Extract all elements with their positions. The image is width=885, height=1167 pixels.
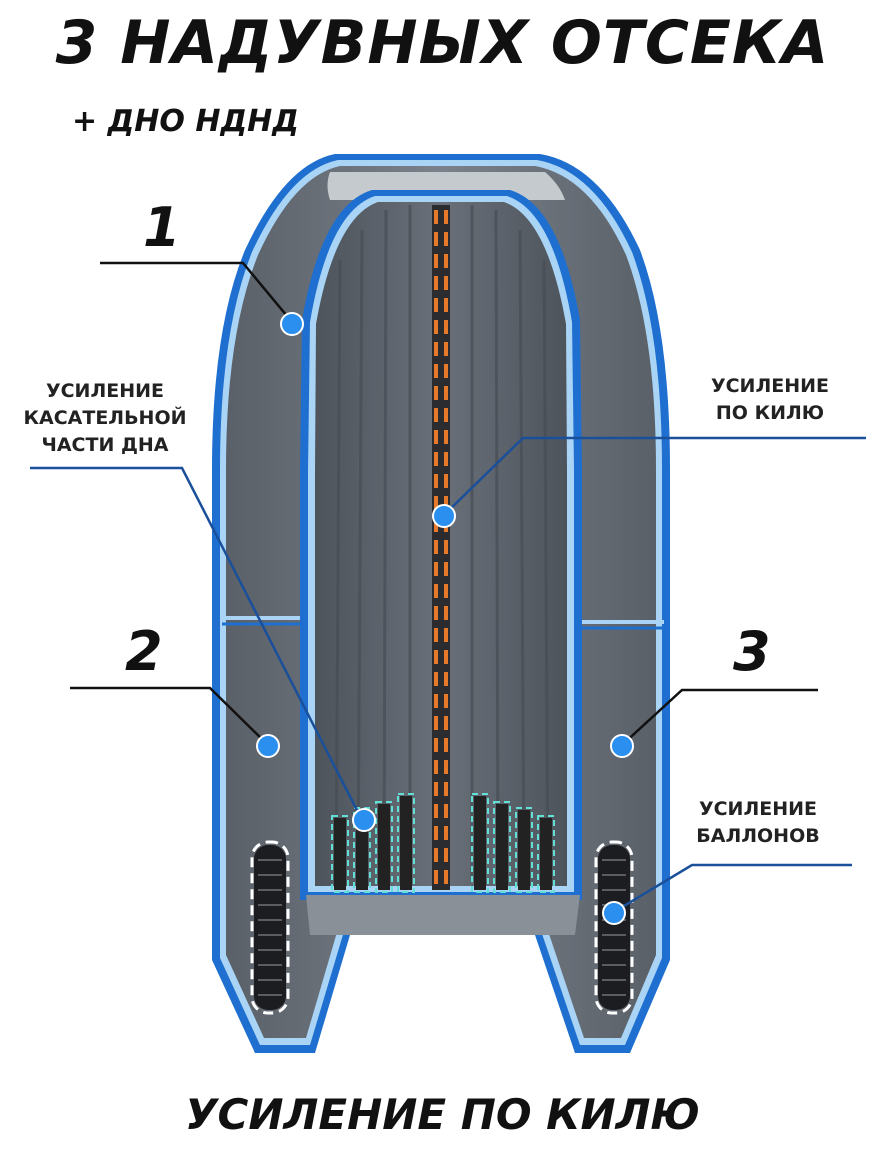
compartment-number-1: 1	[143, 196, 181, 259]
dot-bottom	[352, 808, 376, 832]
transom	[306, 895, 580, 935]
label-bottom-reinforcement: УСИЛЕНИЕ КАСАТЕЛЬНОЙ ЧАСТИ ДНА	[23, 380, 187, 456]
leader-bottom	[30, 466, 364, 821]
dot-compartment-1	[280, 312, 304, 336]
leader-tube	[613, 863, 852, 914]
marker-dots	[256, 312, 634, 925]
dot-compartment-2	[256, 734, 280, 758]
page-subtitle: + ДНО НДНД	[72, 104, 300, 139]
dot-compartment-3	[610, 734, 634, 758]
leader-lines	[30, 261, 866, 914]
bottom-reinforcement-strips	[331, 793, 555, 893]
page-title: 3 НАДУВНЫХ ОТСЕКА	[55, 8, 830, 78]
tube-reinforcement-left	[250, 840, 290, 1015]
footer-caption: УСИЛЕНИЕ ПО КИЛЮ	[185, 1090, 700, 1139]
label-tube-reinforcement: УСИЛЕНИЕ БАЛЛОНОВ	[696, 798, 820, 847]
dot-keel	[432, 504, 456, 528]
keel-strip	[432, 205, 450, 890]
compartment-number-2: 2	[125, 620, 163, 683]
compartment-number-3: 3	[733, 620, 771, 683]
leader-compartment-1	[100, 261, 293, 323]
label-keel-reinforcement: УСИЛЕНИЕ ПО КИЛЮ	[710, 375, 830, 424]
leader-compartment-2	[70, 686, 269, 746]
tube-reinforcement-right	[594, 840, 634, 1015]
leader-keel	[443, 436, 866, 516]
leader-compartment-3	[621, 688, 818, 746]
dot-tube	[602, 901, 626, 925]
